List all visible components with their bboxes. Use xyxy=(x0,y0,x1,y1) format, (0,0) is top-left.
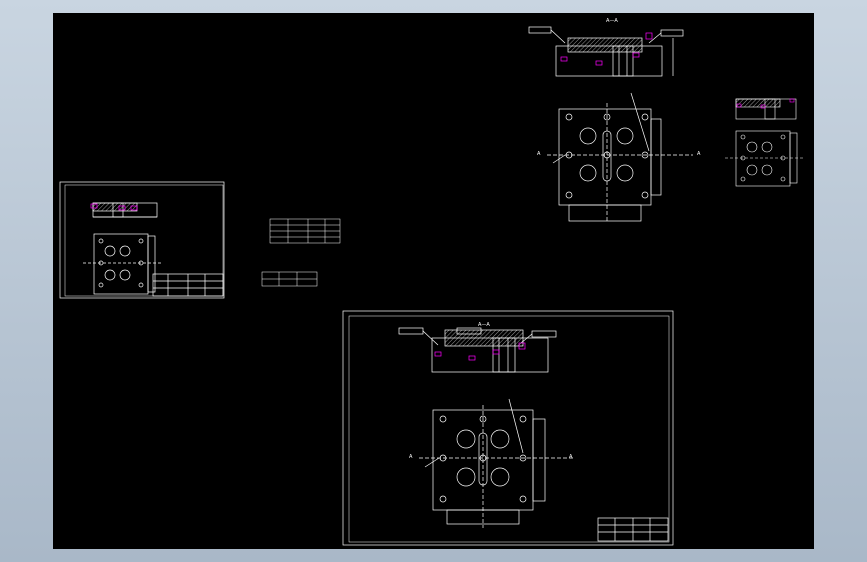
section-mark-left-bottom: A xyxy=(409,454,413,460)
section-mark-right-top: A xyxy=(697,151,701,157)
section-title-top: A—A xyxy=(606,18,618,24)
drawing-canvas[interactable]: A—A A—A A A A A xyxy=(53,13,814,549)
section-mark-right-bottom: A xyxy=(569,454,573,460)
view-top-right xyxy=(528,26,693,223)
section-mark-left-top: A xyxy=(537,151,541,157)
section-title-bottom: A—A xyxy=(478,322,490,328)
view-far-right xyxy=(725,98,805,187)
notes-table xyxy=(261,218,341,287)
sheet-large-bottom xyxy=(342,310,674,546)
drawing-svg: A—A A—A A A A A xyxy=(59,18,805,546)
sheet-small-left xyxy=(59,181,225,299)
